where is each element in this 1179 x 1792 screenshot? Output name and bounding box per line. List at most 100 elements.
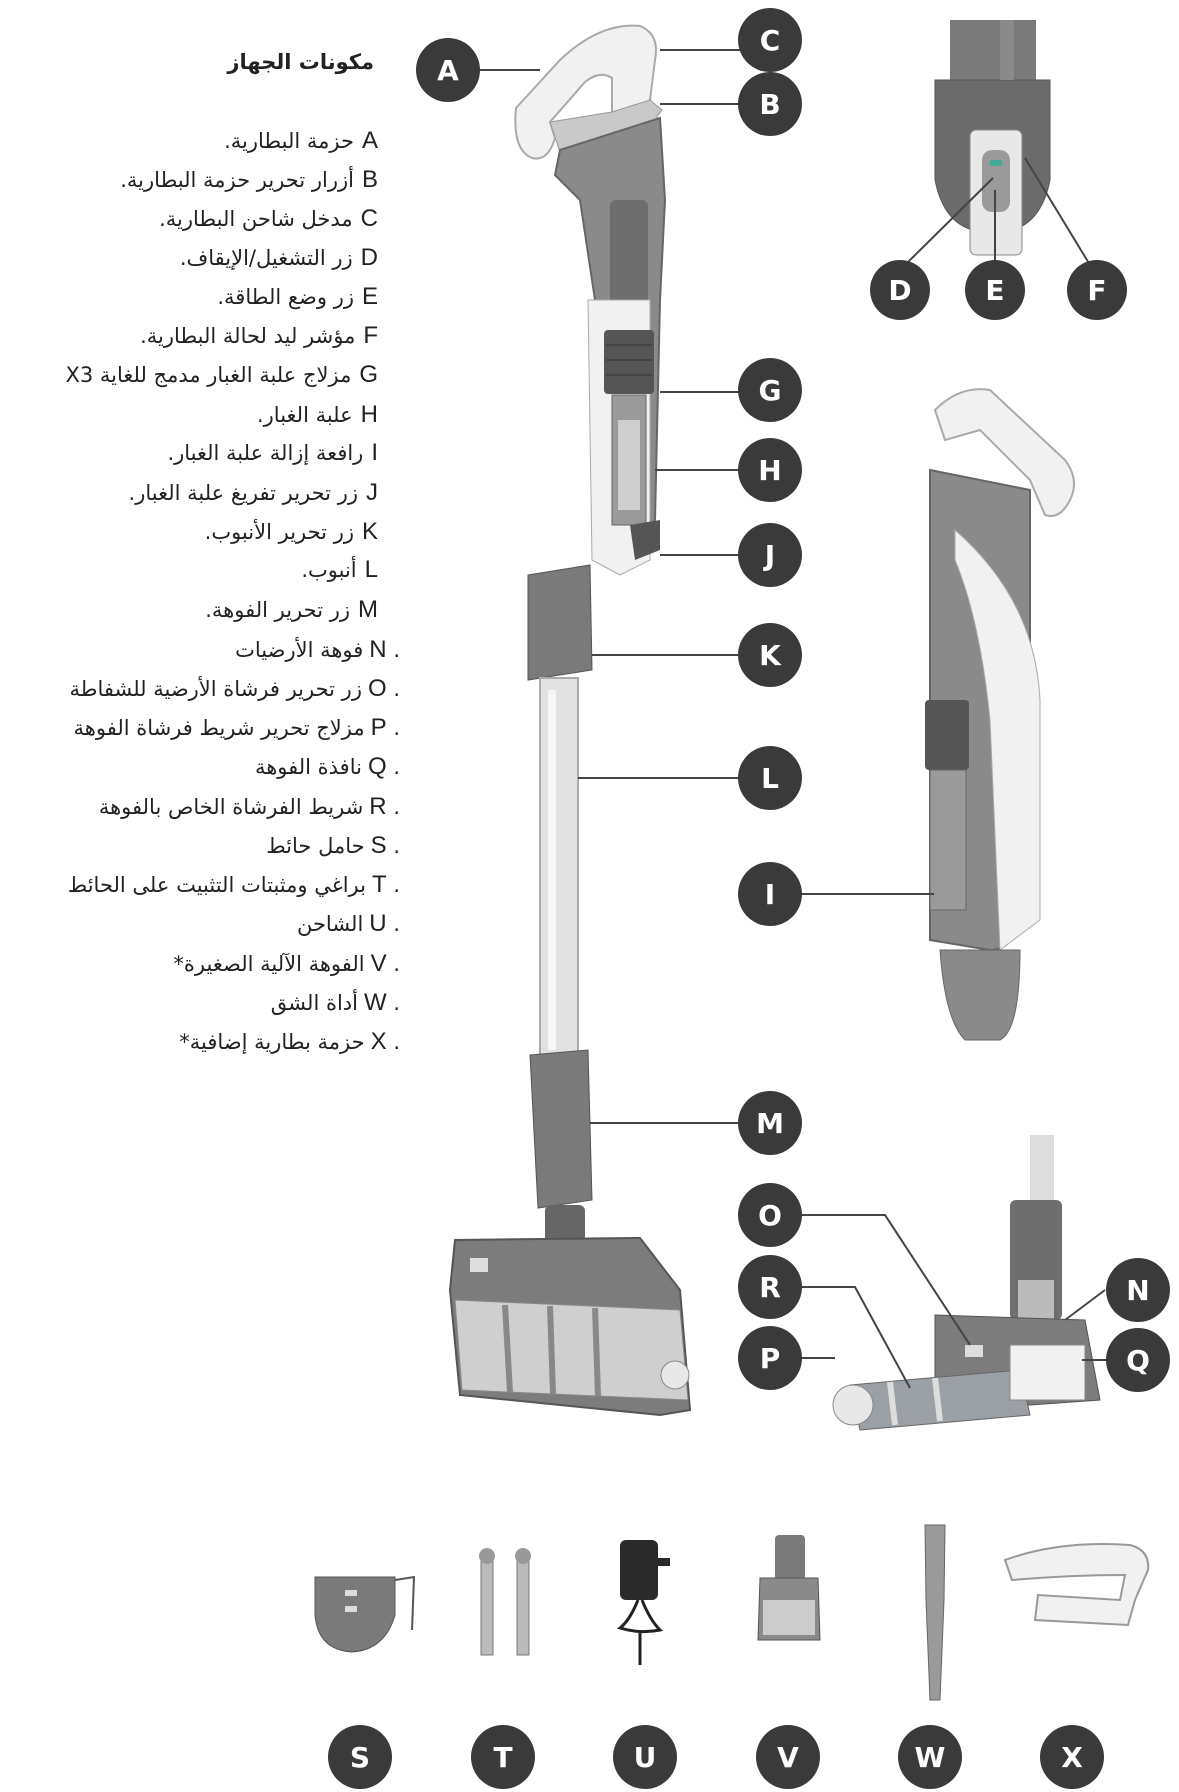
part-item-K: زر تحرير الأنبوب. K [205,519,378,545]
part-item-J: زر تحرير تفريغ علبة الغبار. J [129,480,378,506]
part-letter-T: T [371,871,387,898]
part-dot: . [386,755,400,779]
part-letter-B: B [361,166,378,193]
badge-N: N [1106,1258,1170,1322]
part-item-H: علبة الغبار.H [257,402,378,428]
part-item-F: مؤشر ليد لحالة البطارية. F [140,323,378,349]
part-text-K: زر تحرير الأنبوب. [204,520,354,544]
part-letter-V: V [370,950,387,977]
part-dot: . [386,912,400,936]
part-letter-L: L [364,556,378,583]
part-letter-J: J [366,479,378,506]
part-item-C: مدخل شاحن البطارية. C [159,206,378,232]
floor-head-detail [832,1135,1101,1431]
part-dot: . [386,638,400,662]
part-text-W: أداة الشق [270,991,358,1015]
part-text-C: مدخل شاحن البطارية. [159,207,353,231]
part-item-E: زر وضع الطاقة. E [217,284,378,310]
badge-W: W [898,1725,962,1789]
badges: A C B D E F G H J K L I M O R P N Q S T … [328,8,1170,1789]
part-text-X: حزمة بطارية إضافية* [179,1030,365,1054]
part-dot: . [386,677,400,701]
svg-text:W: W [915,1741,946,1774]
crevice-tool-W [924,1524,946,1701]
part-dot: . [386,873,400,897]
badge-P: P [738,1326,802,1390]
part-item-X: حزمة بطارية إضافية*X . [179,1029,400,1055]
badge-B: B [738,72,802,136]
part-letter-R: R [369,793,387,820]
svg-text:N: N [1126,1274,1149,1307]
part-text-A: حزمة البطارية. [224,129,354,153]
part-text-S: حامل حائط [266,834,365,858]
part-letter-E: E [361,283,378,310]
badge-U: U [613,1725,677,1789]
part-letter-M: M [358,596,378,623]
badge-M: M [738,1091,802,1155]
section-title: مكونات الجهاز [227,50,374,74]
part-text-H: علبة الغبار. [256,403,353,427]
badge-H: H [738,438,802,502]
part-dot: . [386,991,400,1015]
part-dot: . [386,834,400,858]
part-text-U: الشاحن [296,912,364,936]
part-text-M: زر تحرير الفوهة. [205,598,350,622]
part-letter-K: K [361,518,378,545]
part-text-E: زر وضع الطاقة. [217,285,354,309]
part-text-R: شريط الفرشاة الخاص بالفوهة [98,795,364,819]
screws-T [479,1548,531,1656]
svg-text:S: S [350,1741,370,1774]
part-text-J: زر تحرير تفريغ علبة الغبار. [128,481,358,505]
part-letter-W: W [363,989,387,1016]
svg-text:T: T [493,1741,512,1774]
svg-text:M: M [756,1107,784,1140]
badge-C: C [738,8,802,72]
part-text-D: زر التشغيل/الإيقاف. [179,246,353,270]
part-text-G: مزلاج علبة الغبار مدمج للغاية X3 [65,363,352,387]
badge-F: F [1067,260,1127,320]
part-text-O: زر تحرير فرشاة الأرضية للشفاطة [69,677,362,701]
leader-lines [475,49,1110,1389]
badge-O: O [738,1183,802,1247]
badge-R: R [738,1255,802,1319]
part-item-A: حزمة البطارية. A [224,128,378,154]
part-dot: . [386,795,400,819]
badge-S: S [328,1725,392,1789]
part-letter-A: A [361,127,378,154]
part-text-Q: نافذة الفوهة [254,755,362,779]
badge-D: D [870,260,930,320]
part-text-V: الفوهة الآلية الصغيرة* [173,952,365,976]
badge-I: I [738,862,802,926]
part-letter-O: O [367,675,387,702]
badge-E: E [965,260,1025,320]
badge-J: J [738,523,802,587]
part-letter-F: F [363,322,378,349]
part-text-F: مؤشر ليد لحالة البطارية. [140,324,356,348]
svg-text:R: R [759,1271,781,1304]
part-letter-N: N [369,636,387,663]
svg-text:E: E [985,274,1004,307]
svg-text:C: C [760,24,781,57]
part-letter-S: S [370,832,387,859]
part-text-P: مزلاج تحرير شريط فرشاة الفوهة [73,716,365,740]
part-text-N: فوهة الأرضيات [235,638,364,662]
svg-text:B: B [759,88,780,121]
svg-text:U: U [634,1741,657,1774]
part-letter-C: C [360,205,378,232]
badge-A: A [416,38,480,102]
svg-text:K: K [759,639,782,672]
main-vacuum-illustration [448,24,692,1417]
part-letter-Q: Q [367,753,387,780]
svg-text:V: V [777,1741,799,1774]
svg-text:I: I [765,878,775,911]
badge-G: G [738,358,802,422]
svg-text:Q: Q [1126,1344,1150,1377]
